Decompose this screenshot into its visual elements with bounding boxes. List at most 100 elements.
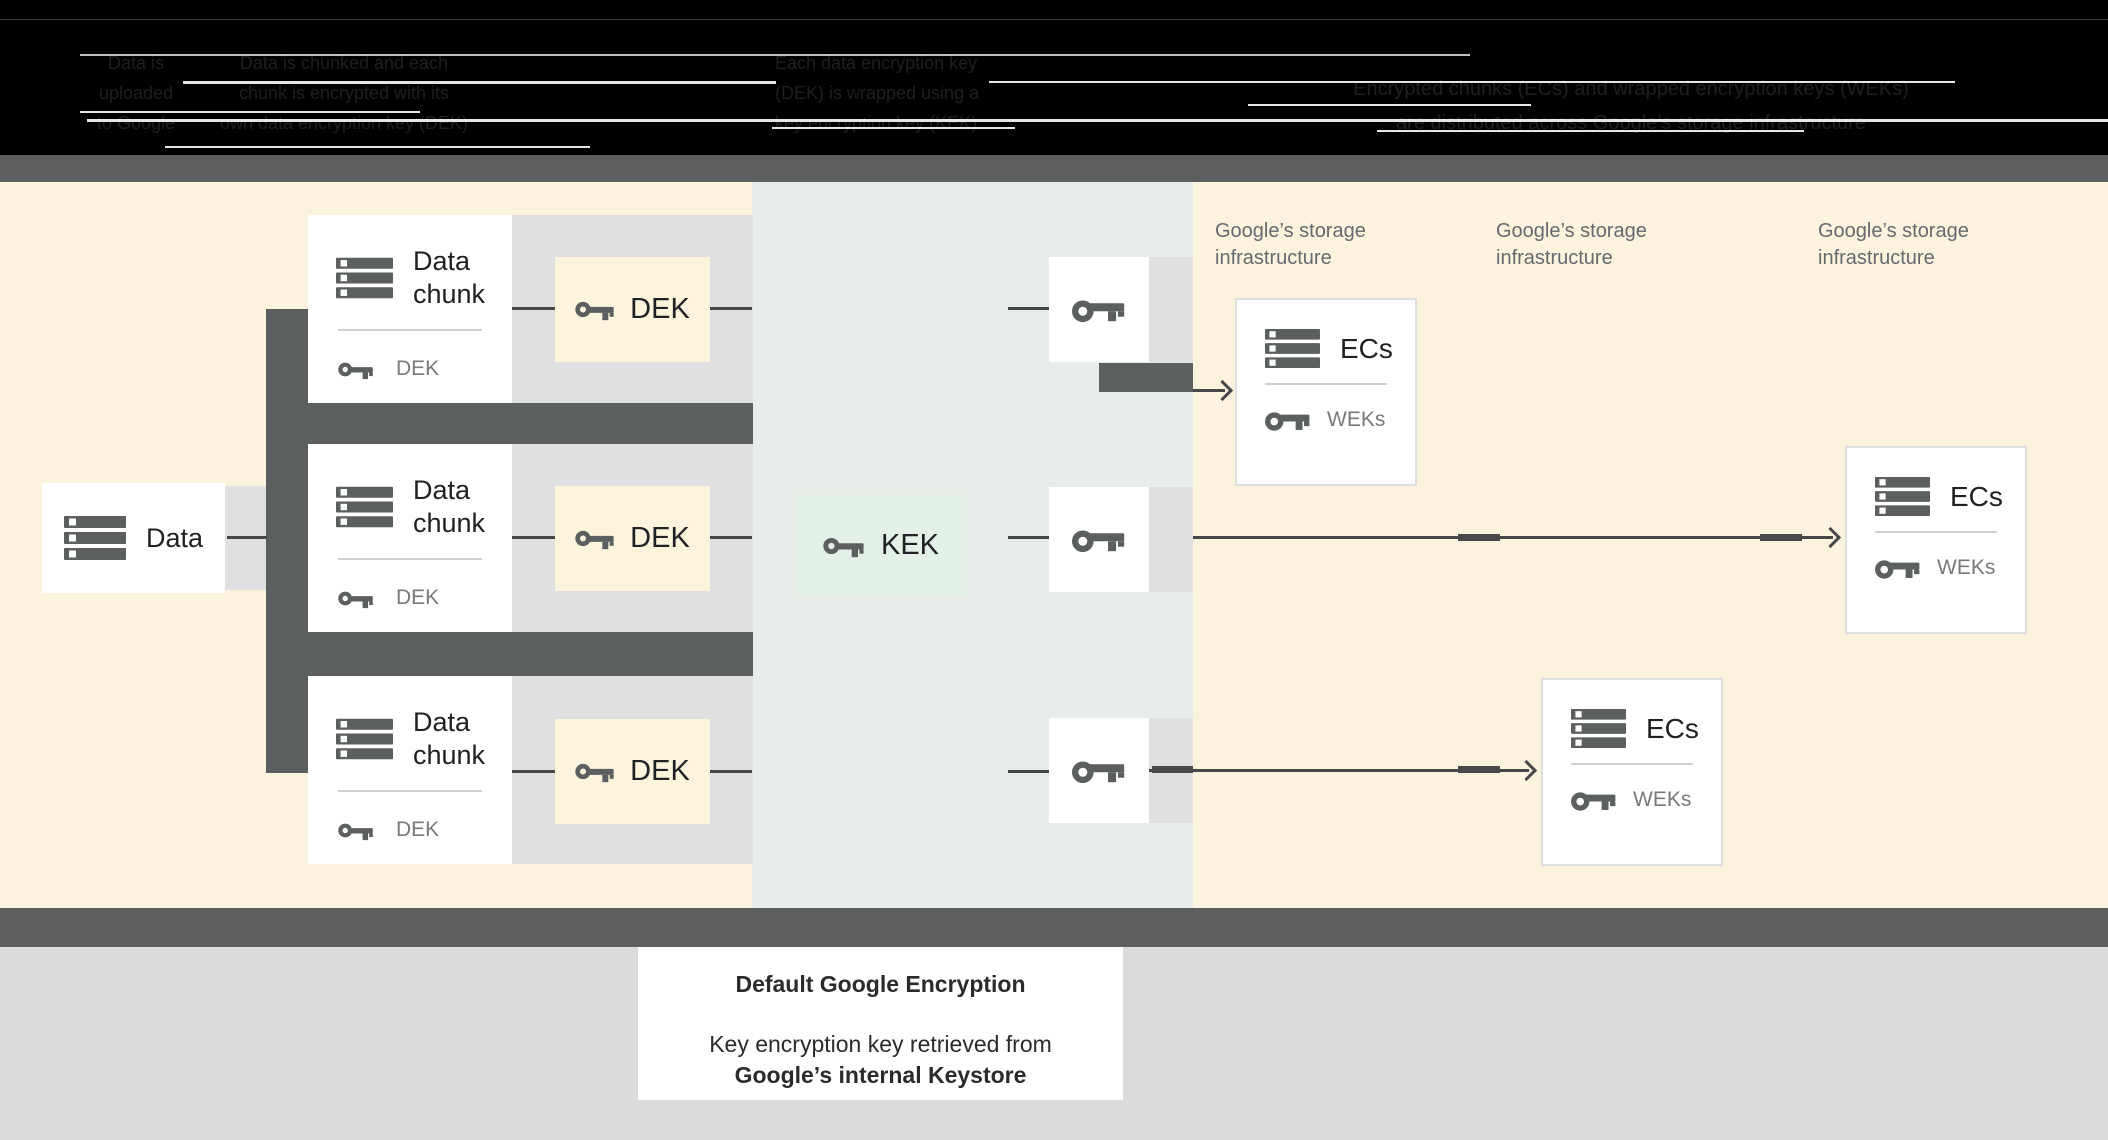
divider bbox=[1571, 763, 1693, 765]
data-stack-icon bbox=[1265, 328, 1320, 369]
arrow2-head bbox=[1819, 526, 1842, 549]
chunk2-to-dek2-line bbox=[512, 536, 555, 539]
streak-line bbox=[87, 119, 2108, 122]
ec-box-3: ECs WEKs bbox=[1541, 678, 1723, 866]
ec-key-label: WEKs bbox=[1327, 408, 1386, 431]
data-stack-icon bbox=[336, 718, 393, 760]
kek-label: KEK bbox=[880, 529, 940, 561]
key1-band bbox=[1149, 257, 1193, 362]
zone-to-key1-line bbox=[1008, 307, 1049, 310]
divider bbox=[338, 790, 482, 792]
dek3-to-zone-line bbox=[710, 770, 752, 773]
chunk-key-label: DEK bbox=[396, 586, 440, 609]
streak-line bbox=[1248, 104, 1531, 106]
caption-line1: Key encryption key retrieved from bbox=[709, 1031, 1052, 1057]
storage-infra-label-2: Google’s storage infrastructure bbox=[1496, 220, 1647, 269]
key-icon bbox=[1072, 755, 1126, 786]
chunk-key-label: DEK bbox=[396, 357, 440, 380]
dek-box-1: DEK bbox=[555, 257, 710, 362]
dek-box-2: DEK bbox=[555, 486, 710, 591]
header-caption-2: Data is chunked and each chunk is encryp… bbox=[219, 53, 469, 133]
wrap-key-box-1 bbox=[1049, 257, 1149, 362]
dek-label: DEK bbox=[630, 293, 690, 325]
streak-line bbox=[1377, 130, 1804, 132]
dek-box-3: DEK bbox=[555, 719, 710, 824]
ec-title: ECs bbox=[1646, 712, 1699, 744]
streak-line bbox=[183, 81, 776, 84]
arrow3-head bbox=[1515, 759, 1538, 782]
data-stack-icon bbox=[63, 516, 126, 560]
data-stack-icon bbox=[336, 486, 393, 528]
interrow-bar-1 bbox=[266, 403, 753, 444]
streak-line bbox=[80, 54, 1470, 56]
arrow3-dash bbox=[1458, 766, 1500, 773]
trunk-connector-bar bbox=[266, 309, 308, 773]
chunk3-to-dek3-line bbox=[512, 770, 555, 773]
data-stack-icon bbox=[1571, 708, 1626, 749]
streak-line bbox=[989, 81, 1955, 83]
interrow-bar-2 bbox=[266, 632, 753, 676]
dek-label: DEK bbox=[630, 522, 690, 554]
top-divider-bar bbox=[0, 155, 2108, 182]
streak-line bbox=[772, 127, 1015, 129]
key-icon bbox=[575, 760, 615, 783]
ec-box-1: ECs WEKs bbox=[1235, 298, 1417, 486]
chunk1-to-dek1-line bbox=[512, 307, 555, 310]
key2-band bbox=[1149, 487, 1193, 592]
data-stack-icon bbox=[336, 257, 393, 299]
data-box: Data bbox=[42, 483, 225, 593]
ec-key-label: WEKs bbox=[1937, 556, 1996, 579]
key-icon bbox=[1265, 407, 1311, 433]
key-icon bbox=[1875, 555, 1921, 581]
arrow2-line bbox=[1193, 536, 1833, 539]
wrap-key-box-3 bbox=[1049, 718, 1149, 823]
wrap-key-box-2 bbox=[1049, 487, 1149, 592]
streak-line bbox=[80, 111, 420, 113]
ec-key-label: WEKs bbox=[1633, 788, 1692, 811]
divider bbox=[338, 329, 482, 331]
arrow3-dash bbox=[1152, 766, 1193, 773]
key-icon bbox=[575, 527, 615, 550]
bottom-divider-bar bbox=[0, 908, 2108, 947]
data-to-trunk-line bbox=[227, 536, 267, 539]
key1-thick-connector bbox=[1099, 363, 1193, 392]
key-icon bbox=[575, 298, 615, 321]
divider bbox=[1875, 531, 1997, 533]
ec-title: ECs bbox=[1950, 480, 2003, 512]
arrow1-head bbox=[1211, 379, 1234, 402]
key-icon bbox=[338, 820, 374, 841]
dek1-to-zone-line bbox=[710, 307, 752, 310]
header-caption-3: Each data encryption key (DEK) is wrappe… bbox=[775, 53, 980, 133]
dek2-to-zone-line bbox=[710, 536, 752, 539]
caption-title: Default Google Encryption bbox=[735, 971, 1026, 997]
data-stack-icon bbox=[1875, 476, 1930, 517]
storage-infra-label-1: Google’s storage infrastructure bbox=[1215, 220, 1366, 269]
arrow2-dash bbox=[1458, 534, 1500, 541]
arrow3-line bbox=[1149, 769, 1529, 772]
caption-box: Default Google Encryption Key encryption… bbox=[638, 947, 1123, 1100]
key-icon bbox=[1571, 787, 1617, 813]
header-caption-1: Data is uploaded to Google bbox=[96, 53, 176, 133]
dek-label: DEK bbox=[630, 755, 690, 787]
key-icon bbox=[823, 534, 865, 558]
key-icon bbox=[338, 588, 374, 609]
streak-line bbox=[165, 146, 590, 148]
ec-title: ECs bbox=[1340, 332, 1393, 364]
kek-box: KEK bbox=[793, 492, 969, 599]
storage-infra-label-3: Google’s storage infrastructure bbox=[1818, 220, 1969, 269]
key-icon bbox=[1072, 294, 1126, 325]
zone-to-key2-line bbox=[1008, 536, 1049, 539]
arrow1-line bbox=[1193, 389, 1225, 392]
divider bbox=[338, 558, 482, 560]
header-caption-4: Encrypted chunks (ECs) and wrapped encry… bbox=[1353, 78, 1909, 134]
zone-to-key3-line bbox=[1008, 770, 1049, 773]
divider bbox=[1265, 383, 1387, 385]
arrow2-dash bbox=[1760, 534, 1802, 541]
key-icon bbox=[338, 359, 374, 380]
